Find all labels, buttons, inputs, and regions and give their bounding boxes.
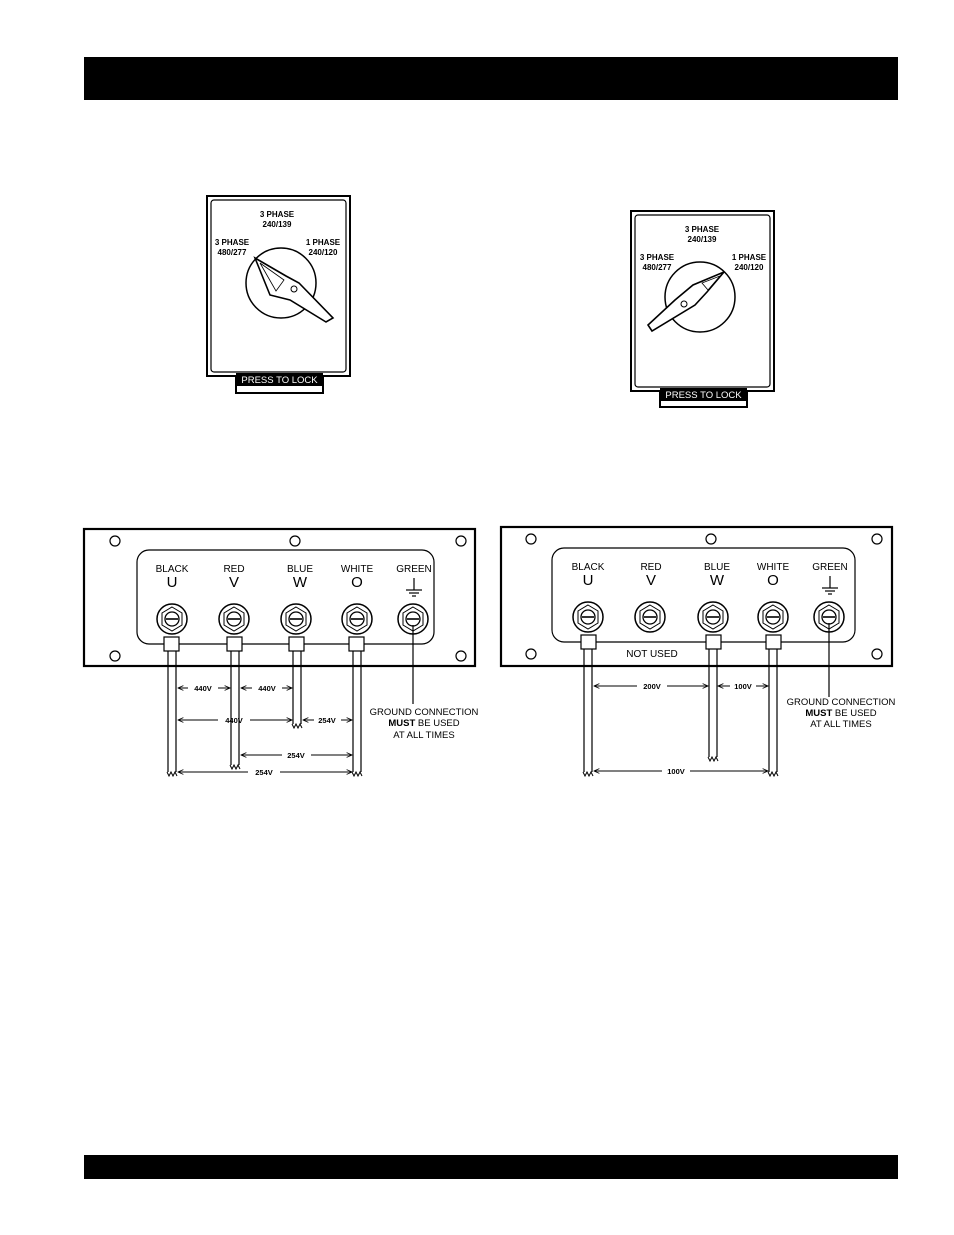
ground-note-line3: AT ALL TIMES — [810, 719, 871, 730]
switch-2-right-label-line2: 240/120 — [735, 263, 764, 272]
terminal-letter-o: O — [351, 574, 363, 591]
terminal-letter-v: V — [646, 572, 656, 589]
wire-o — [348, 636, 365, 777]
mount-hole — [455, 650, 467, 662]
mount-hole — [109, 650, 121, 662]
voltage-label: 254V — [287, 751, 305, 760]
voltage-label: 440V — [258, 684, 276, 693]
voltage-selector-switch-1: 3 PHASE 240/139 3 PHASE 480/277 1 PHASE … — [206, 195, 351, 394]
switch-2-dial — [664, 261, 736, 333]
mount-hole — [109, 535, 121, 547]
terminal-post-v[interactable] — [218, 603, 250, 635]
terminal-letter-w: W — [293, 574, 308, 591]
switch-1-top-label-line2: 240/139 — [263, 220, 292, 229]
not-used-label: NOT USED — [626, 649, 678, 660]
terminal-post-o[interactable] — [757, 601, 789, 633]
header-bar — [84, 57, 898, 100]
switch-1-press-to-lock[interactable]: PRESS TO LOCK — [241, 375, 318, 386]
terminal-post-w[interactable] — [280, 603, 312, 635]
mount-hole — [871, 533, 883, 545]
switch-2-top-label-line2: 240/139 — [688, 235, 717, 244]
switch-2-left-label-line2: 480/277 — [643, 263, 672, 272]
mount-hole — [455, 535, 467, 547]
switch-1-left-label-line1: 3 PHASE — [215, 238, 250, 247]
terminal-post-v[interactable] — [634, 601, 666, 633]
terminal-color-green: GREEN — [396, 564, 432, 575]
wire-w — [288, 636, 305, 729]
terminal-post-u[interactable] — [156, 603, 188, 635]
terminal-letter-u: U — [167, 574, 178, 591]
terminal-letter-u: U — [583, 572, 594, 589]
terminal-panel-1: BLACK U RED V BLUE W WHITE O GREEN — [82, 527, 479, 777]
voltage-label: 254V — [318, 716, 336, 725]
terminal-color-green: GREEN — [812, 562, 848, 573]
switch-2-right-label-line1: 1 PHASE — [732, 253, 767, 262]
mount-hole — [525, 648, 537, 660]
wire-u — [163, 636, 180, 777]
switch-2-press-to-lock[interactable]: PRESS TO LOCK — [665, 390, 742, 401]
switch-1-top-label-line1: 3 PHASE — [260, 210, 295, 219]
wire-u — [580, 634, 597, 777]
terminal-post-w[interactable] — [697, 601, 729, 633]
mount-hole — [871, 648, 883, 660]
mount-hole — [525, 533, 537, 545]
ground-note-line1: GROUND CONNECTION — [370, 707, 479, 718]
voltage-label: 100V — [667, 767, 685, 776]
voltage-selector-switch-2: 3 PHASE 240/139 3 PHASE 480/277 1 PHASE … — [630, 210, 775, 408]
terminal-color-blue: BLUE — [704, 562, 730, 573]
voltage-label: 100V — [734, 682, 752, 691]
voltage-label: 254V — [255, 768, 273, 777]
voltage-label: 440V — [194, 684, 212, 693]
switch-2-handle[interactable] — [646, 271, 725, 333]
switch-1-left-label-line2: 480/277 — [218, 248, 247, 257]
terminal-color-black: BLACK — [156, 564, 189, 575]
switch-1-dial — [245, 247, 317, 319]
wire-v — [226, 636, 243, 770]
ground-note-line3: AT ALL TIMES — [393, 730, 454, 741]
terminal-color-red: RED — [223, 564, 244, 575]
terminal-color-black: BLACK — [572, 562, 605, 573]
footer-bar — [84, 1155, 898, 1179]
terminal-letter-w: W — [710, 572, 725, 589]
terminal-post-o[interactable] — [341, 603, 373, 635]
switch-1-right-label-line1: 1 PHASE — [306, 238, 341, 247]
terminal-color-blue: BLUE — [287, 564, 313, 575]
terminal-panel-2: BLACK U RED V BLUE W WHITE O GREEN — [499, 525, 896, 777]
switch-1-right-label-line2: 240/120 — [309, 248, 338, 257]
wire-o — [765, 634, 782, 777]
ground-note-line2: MUST BE USED — [805, 708, 876, 719]
terminal-letter-v: V — [229, 574, 239, 591]
ground-icon — [406, 578, 422, 597]
terminal-post-u[interactable] — [572, 601, 604, 633]
ground-icon — [822, 576, 838, 595]
switch-2-left-label-line1: 3 PHASE — [640, 253, 675, 262]
mount-hole — [289, 535, 301, 547]
wire-w — [705, 634, 722, 762]
switch-1-handle[interactable] — [253, 256, 335, 323]
mount-hole — [705, 533, 717, 545]
voltage-label: 440V — [225, 716, 243, 725]
terminal-color-red: RED — [640, 562, 661, 573]
terminal-color-white: WHITE — [757, 562, 790, 573]
switch-2-top-label-line1: 3 PHASE — [685, 225, 720, 234]
ground-note-line1: GROUND CONNECTION — [787, 697, 896, 708]
terminal-letter-o: O — [767, 572, 779, 589]
voltage-label: 200V — [643, 682, 661, 691]
terminal-color-white: WHITE — [341, 564, 374, 575]
ground-note-line2: MUST BE USED — [388, 718, 459, 729]
